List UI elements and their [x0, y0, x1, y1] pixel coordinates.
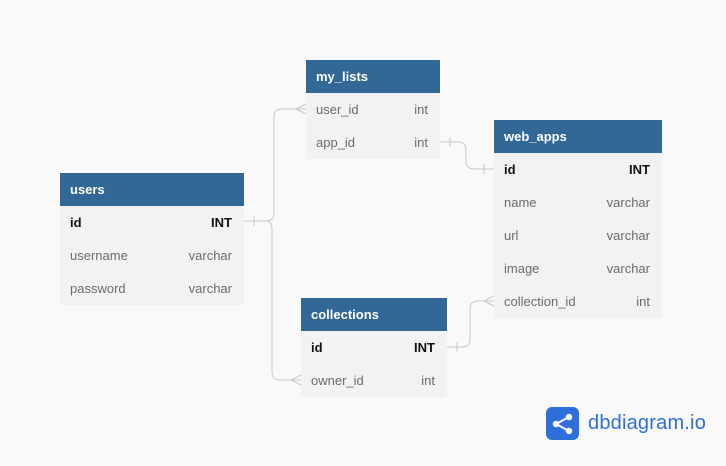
- field-type: varchar: [188, 248, 232, 263]
- link-users-collections: [265, 220, 301, 381]
- field-name: password: [70, 281, 126, 296]
- field-type: int: [414, 135, 428, 150]
- field-name: id: [311, 340, 323, 355]
- field-type: INT: [629, 162, 650, 177]
- field-row[interactable]: image varchar: [494, 252, 662, 285]
- field-row[interactable]: password varchar: [60, 272, 244, 305]
- field-row[interactable]: url varchar: [494, 219, 662, 252]
- field-type: int: [636, 294, 650, 309]
- table-header[interactable]: users: [60, 173, 244, 206]
- field-row[interactable]: owner_id int: [301, 364, 447, 397]
- link-my-lists-web-apps: [440, 141, 494, 170]
- field-name: name: [504, 195, 537, 210]
- link-collections-web-apps: [447, 300, 494, 348]
- table-header[interactable]: my_lists: [306, 60, 440, 93]
- share-nodes-icon: [546, 407, 579, 440]
- table-header[interactable]: web_apps: [494, 120, 662, 153]
- field-row[interactable]: name varchar: [494, 186, 662, 219]
- field-type: varchar: [188, 281, 232, 296]
- table-my-lists[interactable]: my_lists user_id int app_id int: [306, 60, 440, 159]
- field-row[interactable]: id INT: [301, 331, 447, 364]
- field-row[interactable]: app_id int: [306, 126, 440, 159]
- field-name: id: [70, 215, 82, 230]
- link-users-my-lists: [244, 108, 306, 222]
- field-type: int: [421, 373, 435, 388]
- field-row[interactable]: username varchar: [60, 239, 244, 272]
- field-name: url: [504, 228, 519, 243]
- many-marker: [290, 374, 302, 386]
- field-name: username: [70, 248, 128, 263]
- field-name: app_id: [316, 135, 356, 150]
- field-type: varchar: [606, 195, 650, 210]
- field-type: INT: [414, 340, 435, 355]
- field-row[interactable]: user_id int: [306, 93, 440, 126]
- field-type: varchar: [606, 228, 650, 243]
- table-web-apps[interactable]: web_apps id INT name varchar url varchar…: [494, 120, 662, 318]
- brand-name: dbdiagram.io: [588, 412, 707, 434]
- many-marker: [483, 295, 495, 307]
- field-name: collection_id: [504, 294, 576, 309]
- field-name: owner_id: [311, 373, 364, 388]
- field-name: image: [504, 261, 540, 276]
- field-type: int: [414, 102, 428, 117]
- field-type: INT: [211, 215, 232, 230]
- field-row[interactable]: id INT: [494, 153, 662, 186]
- field-name: id: [504, 162, 516, 177]
- field-type: varchar: [606, 261, 650, 276]
- brand-logo[interactable]: dbdiagram.io: [546, 407, 706, 440]
- table-users[interactable]: users id INT username varchar password v…: [60, 173, 244, 305]
- table-collections[interactable]: collections id INT owner_id int: [301, 298, 447, 397]
- field-name: user_id: [316, 102, 359, 117]
- table-header[interactable]: collections: [301, 298, 447, 331]
- field-row[interactable]: id INT: [60, 206, 244, 239]
- field-row[interactable]: collection_id int: [494, 285, 662, 318]
- many-marker: [295, 103, 307, 115]
